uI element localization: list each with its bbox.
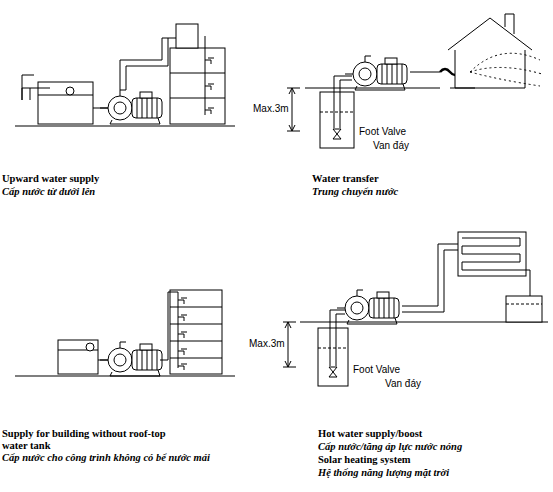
upward-supply-scene xyxy=(15,24,235,126)
drawing-stroke xyxy=(126,38,168,90)
drawing-stroke xyxy=(329,367,337,377)
drawing-stroke xyxy=(318,348,348,349)
solar-hot-water-scene xyxy=(283,232,548,386)
drawing-stroke xyxy=(305,87,440,88)
caption-en: Supply for building without roof-top wat… xyxy=(2,428,167,452)
drawing-stroke xyxy=(176,24,198,48)
drawing-stroke xyxy=(100,90,162,124)
drawing-stroke xyxy=(450,88,475,89)
drawing-stroke xyxy=(345,56,407,90)
drawing-stroke xyxy=(330,310,345,366)
drawing-stroke xyxy=(334,76,352,128)
caption-vi: Cấp nước/tăng áp lực nước nóng xyxy=(318,441,462,453)
drawing-stroke xyxy=(170,73,225,98)
drawing-stroke xyxy=(170,48,225,124)
caption-en: Hot water supply/boost xyxy=(318,428,422,440)
drawing-stroke xyxy=(100,342,162,376)
valve-label-vi: Van đáy xyxy=(372,140,410,152)
drawing-stroke xyxy=(205,58,214,64)
water-transfer-scene xyxy=(287,14,542,148)
drawing-stroke xyxy=(285,322,291,367)
drawing-stroke xyxy=(402,250,458,312)
drawing-stroke xyxy=(333,129,341,139)
drawing-stroke xyxy=(470,53,542,86)
caption-en: Upward water supply xyxy=(2,173,99,185)
drawing-stroke xyxy=(160,292,168,360)
dimension-label: Max.3m xyxy=(248,338,286,350)
valve-label: Foot Valve xyxy=(352,364,401,376)
drawing-stroke xyxy=(178,332,187,338)
drawing-stroke xyxy=(337,290,399,324)
caption-vi: Cấp nước từ dưới lên xyxy=(2,186,95,198)
caption-vi: Cấp nước cho công trình không có bể nước… xyxy=(2,452,210,464)
drawing-stroke xyxy=(506,296,542,322)
drawing-stroke xyxy=(15,125,235,126)
drawing-stroke xyxy=(289,88,295,131)
drawing-stroke xyxy=(336,314,345,366)
caption-en: Solar heating system xyxy=(318,454,411,466)
drawing-stroke xyxy=(340,80,352,128)
drawing-stroke xyxy=(22,88,50,100)
drawing-stroke xyxy=(178,292,179,368)
caption-en: Water transfer xyxy=(312,173,379,185)
drawing-stroke xyxy=(205,108,214,114)
drawing-stroke xyxy=(320,92,354,148)
drawing-stroke xyxy=(86,343,94,351)
drawing-stroke xyxy=(402,244,458,306)
drawing-stroke xyxy=(178,364,187,370)
drawing-stroke xyxy=(178,349,187,355)
drawing-stroke xyxy=(318,328,348,386)
drawing-stroke xyxy=(22,75,34,100)
drawing-stroke xyxy=(448,18,532,50)
caption-vi: Hệ thống năng lượng mặt trời xyxy=(318,467,449,479)
drawing-stroke xyxy=(170,290,222,374)
drawing-stroke xyxy=(506,304,542,305)
drawing-stroke xyxy=(58,340,98,374)
drawing-stroke xyxy=(505,14,514,34)
drawing-stroke xyxy=(458,232,526,276)
drawing-stroke xyxy=(38,95,93,96)
drawing-stroke xyxy=(162,38,176,39)
drawing-stroke xyxy=(205,36,206,115)
drawing-stroke xyxy=(178,298,187,304)
drawing-stroke xyxy=(66,87,74,95)
drawing-stroke xyxy=(205,84,214,90)
valve-label: Foot Valve xyxy=(358,126,407,138)
drawing-stroke xyxy=(320,112,354,113)
caption-vi: Trung chuyển nước xyxy=(312,186,398,198)
dimension-label: Max.3m xyxy=(252,103,290,115)
drawing-stroke xyxy=(168,292,178,293)
building-supply-scene xyxy=(15,290,235,376)
drawing-stroke xyxy=(410,72,440,73)
drawing-stroke xyxy=(462,238,520,270)
drawing-stroke xyxy=(178,315,187,321)
valve-label-vi: Van đáy xyxy=(384,378,422,390)
